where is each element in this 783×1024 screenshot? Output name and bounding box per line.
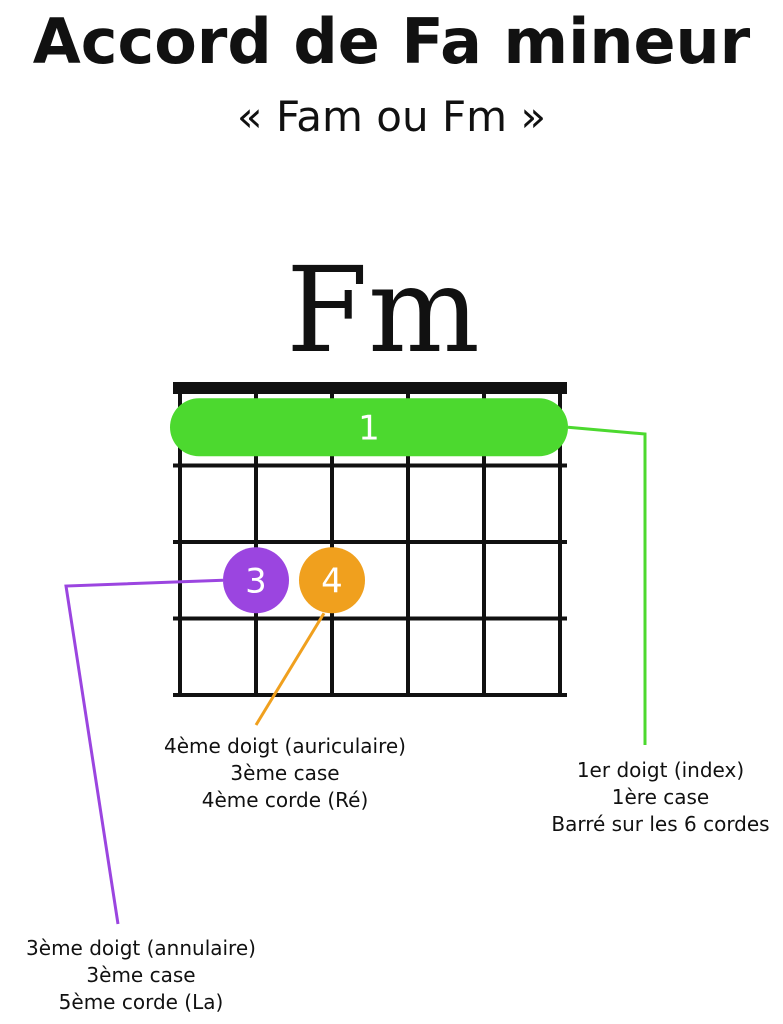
annotation-finger-3-line-2: 3ème case bbox=[86, 963, 196, 987]
finger-dot-4 bbox=[299, 547, 365, 614]
annotation-finger-4-line-2: 3ème case bbox=[230, 761, 340, 785]
annotation-finger-1-line-3: Barré sur les 6 cordes bbox=[551, 812, 770, 836]
page-title: Accord de Fa mineur bbox=[32, 5, 751, 78]
chord-name: Fm bbox=[286, 241, 480, 379]
annotation-finger-1-line-2: 1ère case bbox=[611, 785, 710, 809]
leader-lines bbox=[64, 425, 647, 925]
annotation-finger-3-line-1: 3ème doigt (annulaire) bbox=[26, 936, 256, 960]
page-subtitle: « Fam ou Fm » bbox=[236, 92, 547, 141]
leader-line-finger-1 bbox=[567, 425, 647, 745]
annotation-finger-1: 1er doigt (index) 1ère case Barré sur le… bbox=[538, 757, 783, 838]
barre-label: 1 bbox=[358, 408, 380, 448]
finger-dot-3 bbox=[223, 547, 289, 614]
nut bbox=[173, 382, 567, 394]
finger-dot-label-4: 4 bbox=[321, 561, 343, 601]
annotation-finger-3-line-3: 5ème corde (La) bbox=[58, 990, 224, 1014]
annotation-finger-4-line-3: 4ème corde (Ré) bbox=[201, 788, 369, 812]
annotation-finger-4: 4ème doigt (auriculaire) 3ème case 4ème … bbox=[120, 733, 450, 814]
annotation-finger-3: 3ème doigt (annulaire) 3ème case 5ème co… bbox=[0, 935, 282, 1016]
annotation-finger-1-line-1: 1er doigt (index) bbox=[576, 758, 745, 782]
finger-marks: 1 3 4 bbox=[170, 398, 568, 614]
annotation-finger-4-line-1: 4ème doigt (auriculaire) bbox=[163, 734, 406, 758]
leader-line-finger-4 bbox=[254, 612, 326, 726]
leader-line-finger-3 bbox=[64, 578, 224, 925]
finger-dot-label-3: 3 bbox=[245, 561, 267, 601]
barre-finger-1 bbox=[170, 398, 568, 457]
